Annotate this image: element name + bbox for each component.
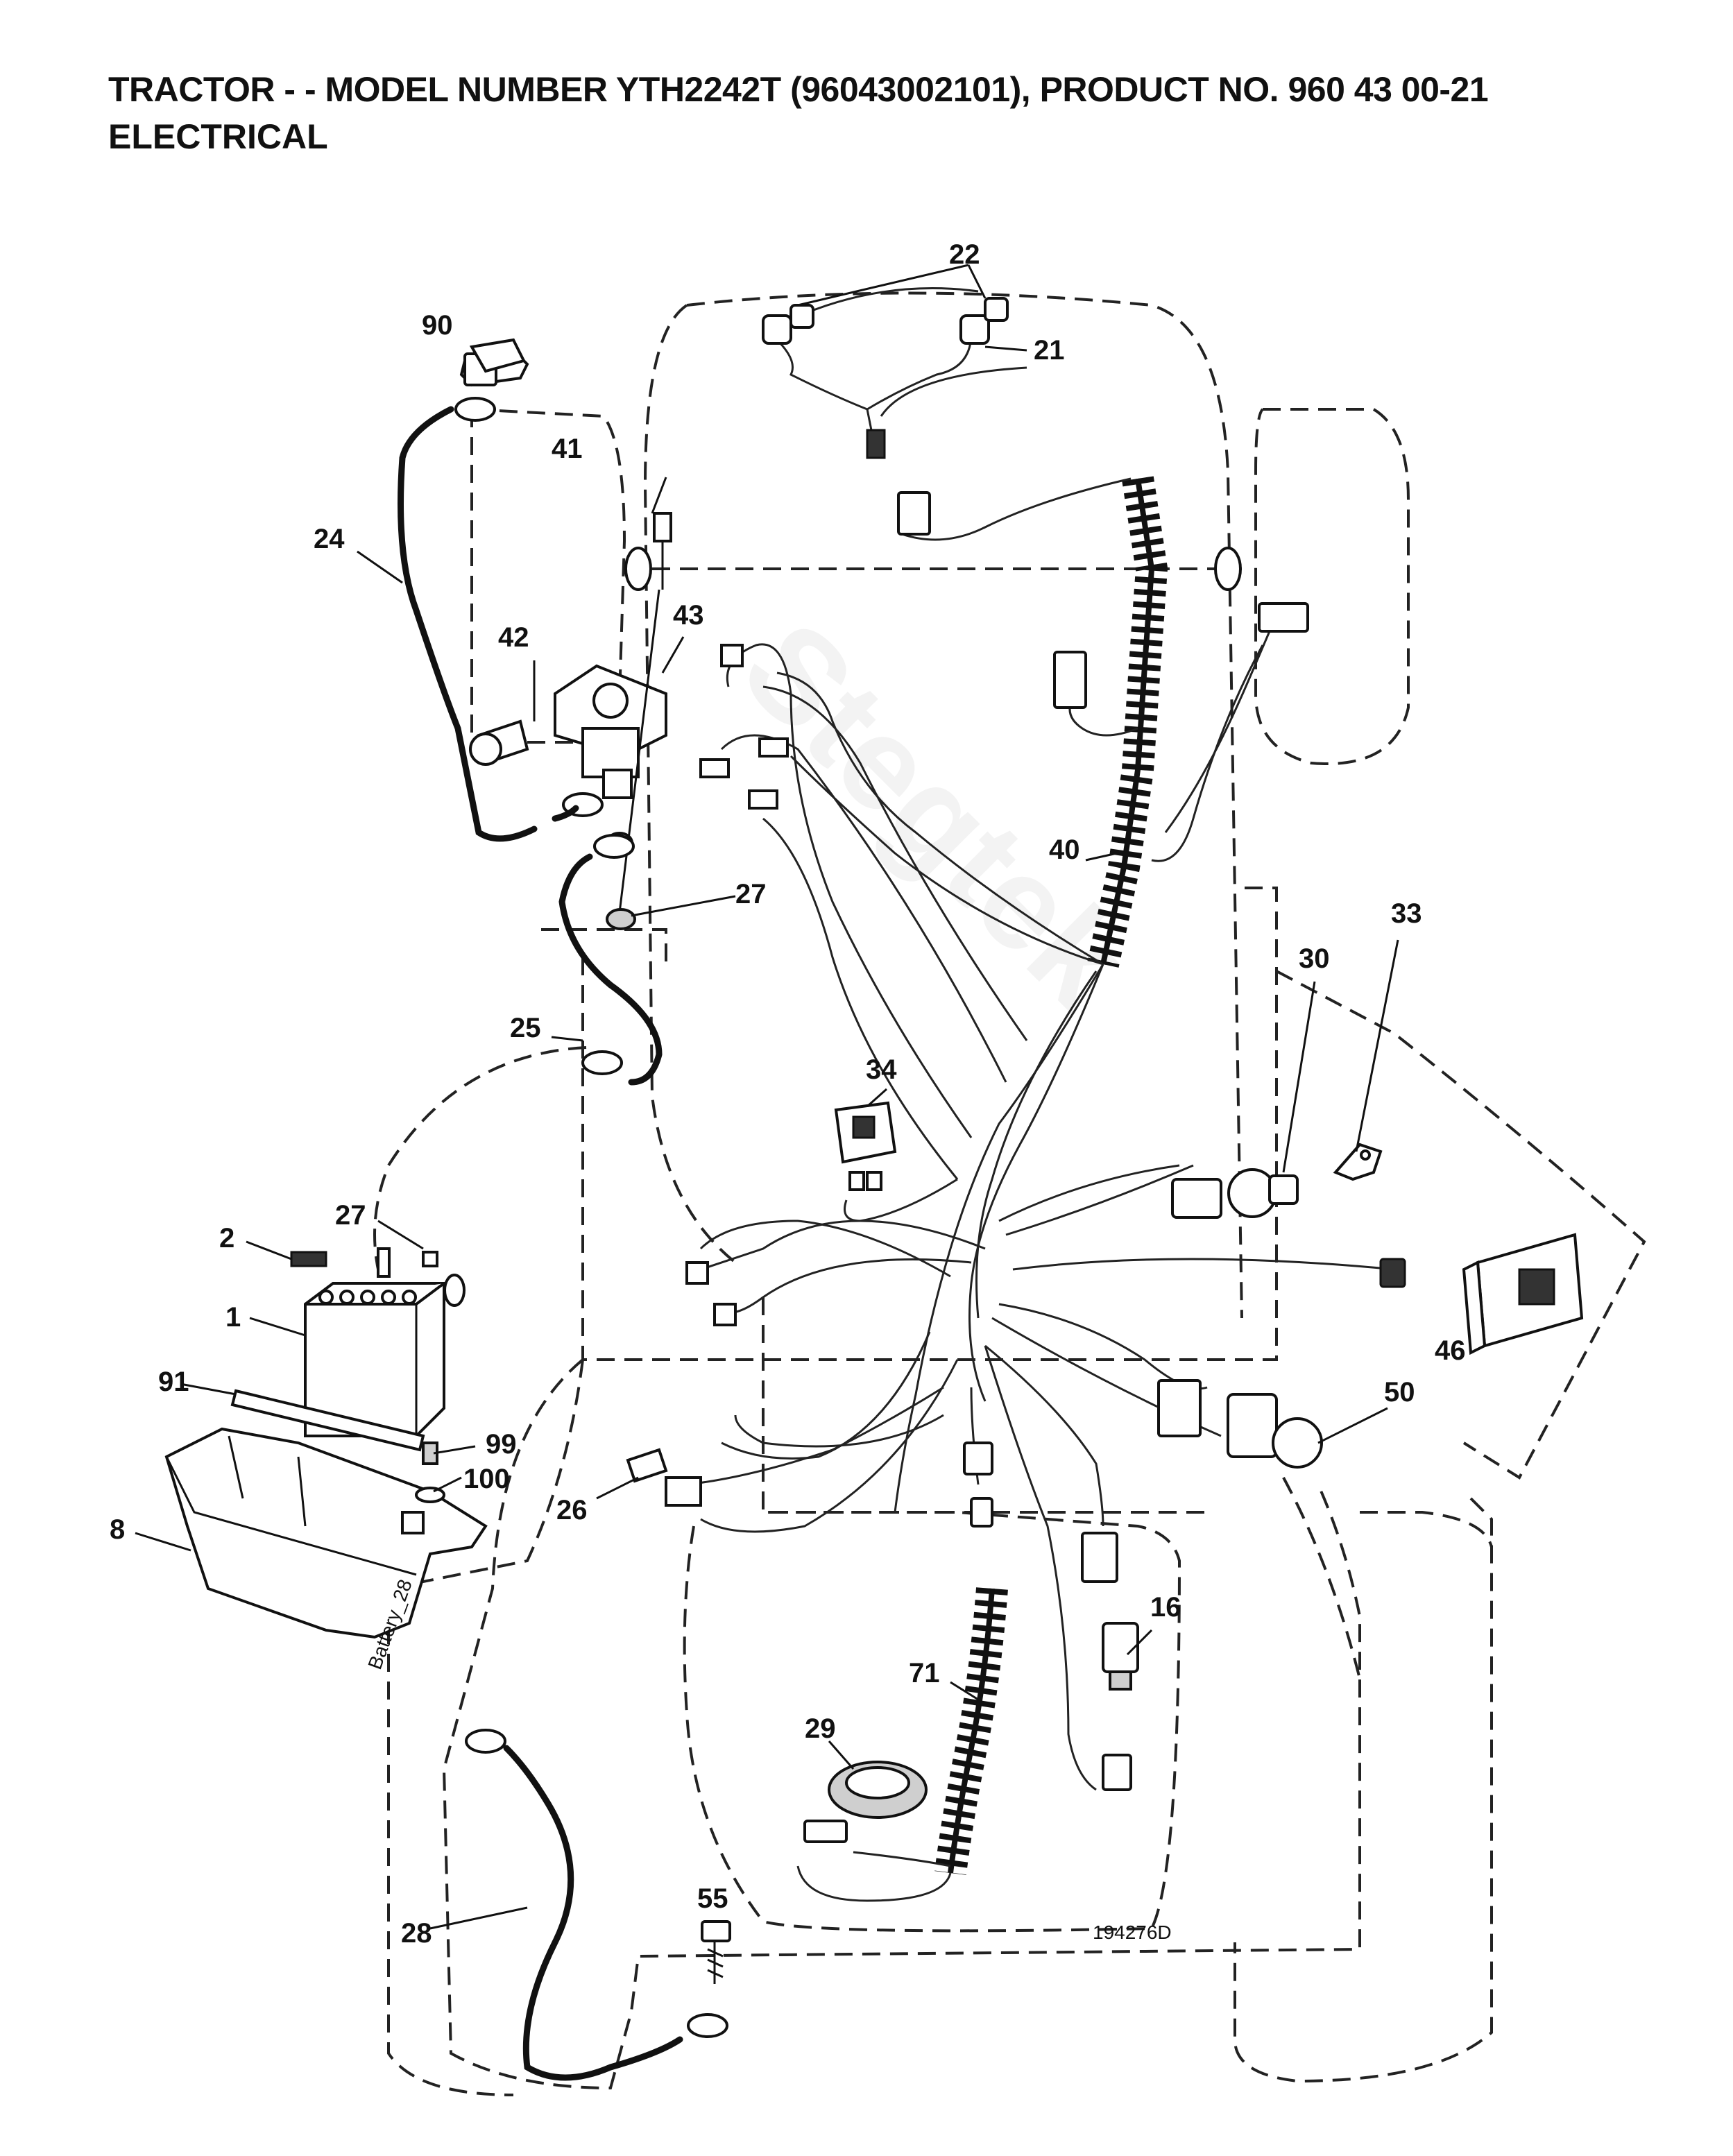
callout-33: 33 bbox=[1391, 898, 1422, 929]
callout-26: 26 bbox=[556, 1495, 588, 1525]
bolt-55 bbox=[701, 1920, 731, 1984]
callout-34: 34 bbox=[866, 1054, 897, 1085]
headlight-harness bbox=[762, 287, 1027, 459]
ignition-30 bbox=[1227, 1168, 1299, 1218]
tractor-outline bbox=[373, 291, 1646, 2096]
callout-99: 99 bbox=[486, 1429, 517, 1460]
callout-30: 30 bbox=[1299, 943, 1330, 974]
callout-42: 42 bbox=[498, 622, 529, 653]
callout-40: 40 bbox=[1049, 835, 1080, 865]
callout-22: 22 bbox=[949, 239, 980, 270]
drawing-number: 194276D bbox=[1093, 1922, 1172, 1943]
relay-16 bbox=[1102, 1622, 1139, 1691]
callout-71: 71 bbox=[909, 1658, 940, 1688]
battery bbox=[290, 1247, 466, 1437]
callout-16: 16 bbox=[1150, 1592, 1181, 1623]
callout-91: 91 bbox=[158, 1367, 189, 1397]
callout-21: 21 bbox=[1034, 335, 1065, 366]
callout-27-battery: 27 bbox=[335, 1200, 366, 1231]
callout-50: 50 bbox=[1384, 1377, 1415, 1408]
callout-25: 25 bbox=[510, 1013, 541, 1043]
callout-90: 90 bbox=[422, 310, 453, 341]
callout-29: 29 bbox=[805, 1713, 836, 1744]
callout-27-top: 27 bbox=[735, 879, 767, 909]
callout-2: 2 bbox=[219, 1223, 234, 1254]
callout-46: 46 bbox=[1435, 1335, 1466, 1366]
callout-1: 1 bbox=[225, 1302, 241, 1333]
key-33 bbox=[1333, 1143, 1383, 1181]
callout-24: 24 bbox=[314, 524, 345, 554]
switch-34 bbox=[834, 1101, 897, 1191]
switch-50 bbox=[1227, 1393, 1323, 1469]
fuse-26 bbox=[626, 1448, 702, 1507]
cable-25 bbox=[558, 834, 663, 1086]
harness-connectors bbox=[685, 644, 1406, 1791]
module-46 bbox=[1462, 1233, 1584, 1355]
callout-28: 28 bbox=[401, 1918, 432, 1949]
callout-labels: 22 21 90 41 24 42 43 27 40 30 33 25 34 2… bbox=[110, 239, 1466, 1949]
cable-28 bbox=[465, 1729, 728, 2081]
cable-24 bbox=[398, 348, 604, 842]
battery-tray: Battery_28 bbox=[164, 1427, 488, 1672]
callout-43: 43 bbox=[673, 600, 704, 631]
leaders bbox=[135, 264, 1399, 1930]
page-title: TRACTOR - - MODEL NUMBER YTH2242T (96043… bbox=[108, 70, 1489, 109]
item-90 bbox=[469, 338, 526, 373]
callout-55: 55 bbox=[697, 1883, 728, 1914]
battery-strap bbox=[230, 1389, 425, 1452]
callout-41: 41 bbox=[552, 434, 583, 464]
solenoid bbox=[469, 512, 1242, 930]
page-subtitle: ELECTRICAL bbox=[108, 117, 328, 156]
callout-8: 8 bbox=[110, 1514, 125, 1545]
main-harness-coil bbox=[897, 476, 1309, 968]
coil-71 bbox=[796, 1587, 1008, 1902]
horn-29 bbox=[803, 1761, 928, 1843]
harness-wires bbox=[686, 643, 1395, 1791]
callout-100: 100 bbox=[463, 1464, 510, 1494]
